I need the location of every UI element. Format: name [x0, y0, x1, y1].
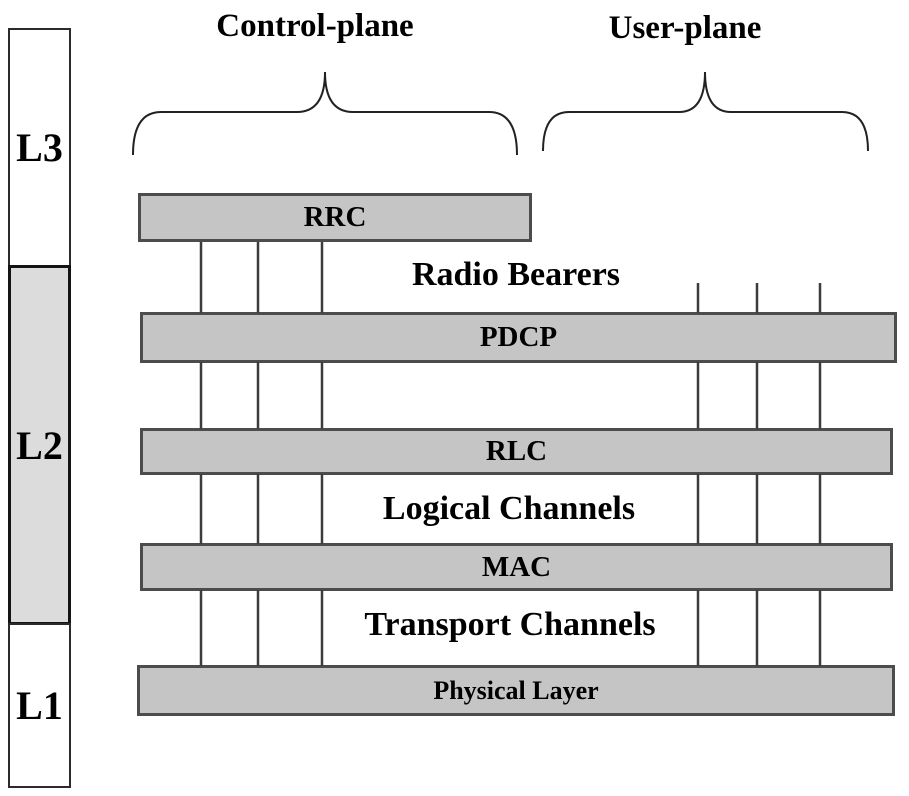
physical-layer-label: Physical Layer [433, 675, 599, 705]
control-plane-title: Control-plane [216, 8, 414, 44]
layer-l1-label: L1 [16, 683, 63, 728]
layer-bar-l1: L1 [8, 623, 71, 788]
layer-bar-l3: L3 [8, 28, 71, 267]
layer-l3-label: L3 [16, 125, 63, 170]
rlc-box: RLC [140, 428, 893, 475]
rlc-label: RLC [485, 435, 548, 467]
user-plane-brace-icon [542, 71, 869, 152]
rrc-box: RRC [138, 193, 532, 242]
rrc-label: RRC [303, 201, 367, 233]
pdcp-label: PDCP [479, 321, 558, 353]
logical-channels-label: Logical Channels [382, 490, 636, 527]
mac-box: MAC [140, 543, 893, 591]
radio-bearers-label: Radio Bearers [411, 256, 621, 293]
transport-channels-label: Transport Channels [364, 606, 656, 643]
physical-layer-box: Physical Layer [137, 665, 895, 716]
mac-label: MAC [481, 550, 552, 583]
layer-l2-label: L2 [16, 422, 63, 468]
user-plane-title: User-plane [608, 10, 762, 46]
control-plane-brace-icon [132, 71, 518, 156]
pdcp-box: PDCP [140, 312, 897, 363]
layer-bar-l2: L2 [8, 265, 71, 625]
